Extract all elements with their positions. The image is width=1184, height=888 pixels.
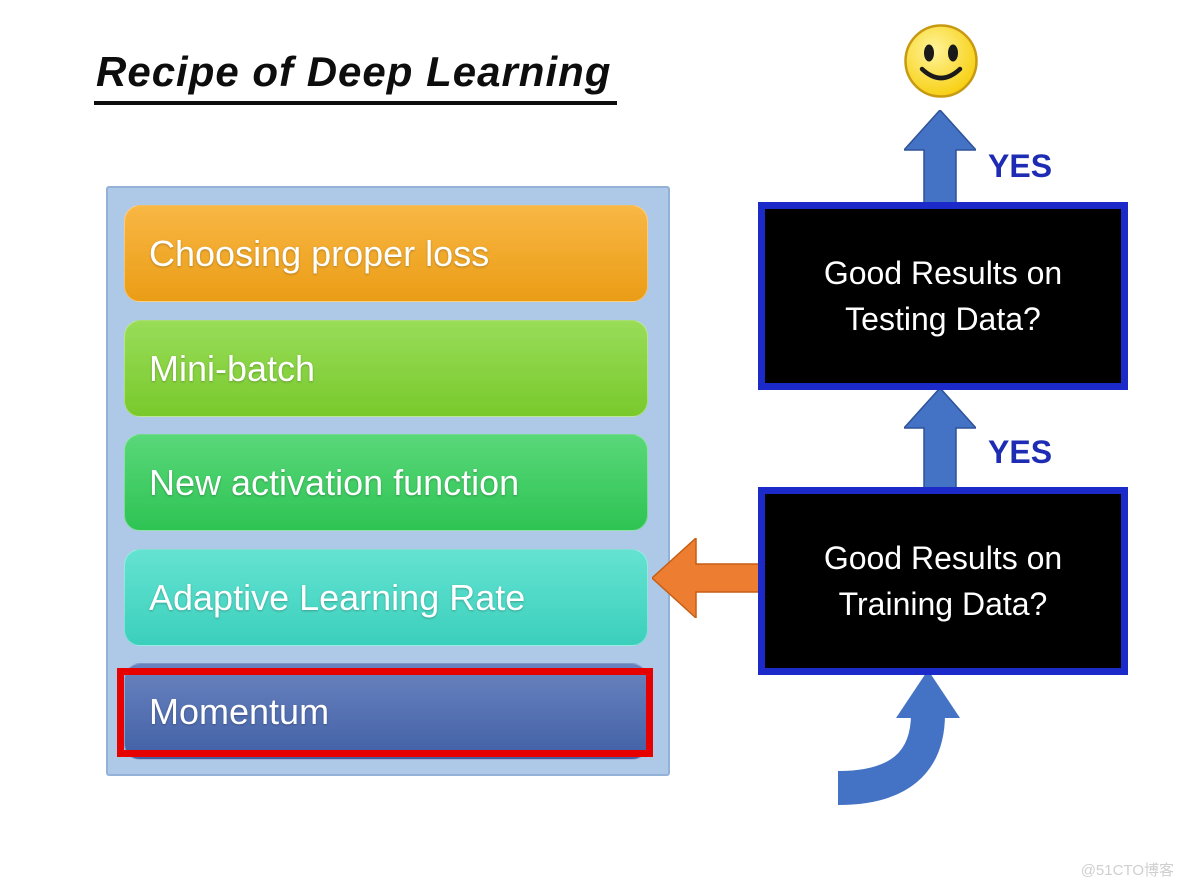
testing-box-line1: Good Results on [823, 254, 1063, 291]
recipe-item-label: New activation function [149, 461, 520, 503]
entry-arrow-curved-icon [837, 670, 960, 805]
training-box-line1: Good Results on [823, 539, 1063, 576]
training-results-box: Good Results on Training Data? [758, 487, 1128, 675]
recipe-item-label: Momentum [149, 690, 330, 732]
yes-label-top: YES [988, 148, 1053, 184]
testing-box-line2: Testing Data? [845, 301, 1041, 337]
recipe-item-adaptive-learning-rate: Adaptive Learning Rate [124, 549, 648, 646]
watermark: @51CTO博客 [1080, 862, 1174, 879]
arrow-up-to-smiley-icon [904, 110, 976, 206]
training-box-line2: Training Data? [838, 586, 1048, 622]
recipe-item-label: Mini-batch [149, 347, 316, 389]
recipe-item-label: Adaptive Learning Rate [149, 576, 526, 618]
arrow-up-to-testing-icon [904, 388, 976, 490]
testing-results-box: Good Results on Testing Data? [758, 202, 1128, 390]
recipe-item-mini-batch: Mini-batch [124, 320, 648, 417]
smiley-face-icon [904, 24, 978, 98]
recipe-item-momentum: Momentum [124, 663, 648, 760]
page-title: Recipe of Deep Learning [94, 48, 618, 105]
feedback-arrow-left-icon [652, 538, 764, 618]
recipe-item-label: Choosing proper loss [149, 232, 490, 274]
recipe-item-choosing-proper-loss: Choosing proper loss [124, 205, 648, 302]
momentum-highlight-box [117, 668, 653, 757]
yes-label-middle: YES [988, 434, 1053, 470]
recipe-item-new-activation-function: New activation function [124, 434, 648, 531]
